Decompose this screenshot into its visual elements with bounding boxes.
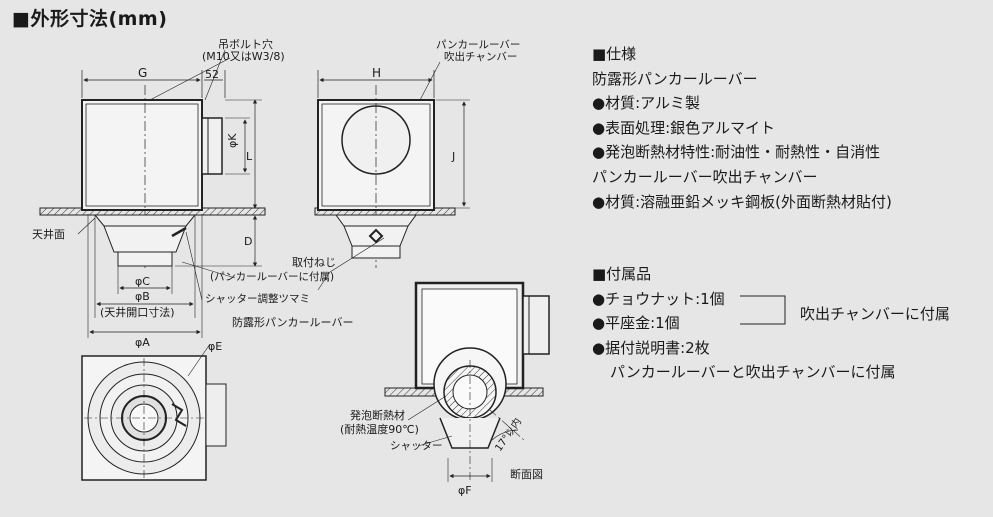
spec-line-3: ●表面処理:銀色アルマイト: [592, 118, 775, 137]
heat-temp-label: (耐熱温度90℃): [340, 422, 419, 436]
accessories-heading: ■付属品: [592, 265, 652, 283]
spec-line-1: 防露形パンカールーバー: [592, 69, 758, 88]
mount-screw-label: 取付ねじ: [292, 256, 336, 269]
chamber-top-label: 吹出チャンバー: [444, 50, 517, 63]
accessory-line-3: ●据付説明書:2枚: [592, 338, 710, 357]
accessory-line-1: ●チョウナット:1個: [592, 289, 725, 308]
louver-label: 防露形パンカールーバー: [232, 315, 353, 329]
front-view: [39, 49, 266, 338]
page-title: ■外形寸法(mm): [12, 8, 168, 30]
dim-a-label: φA: [135, 336, 150, 349]
ceiling-opening-label: (天井開口寸法): [100, 305, 175, 319]
accessory-line-4: パンカールーバーと吹出チャンバーに付属: [610, 363, 896, 382]
ceiling-label: 天井面: [32, 227, 65, 241]
dim-52-label: 52: [205, 68, 219, 81]
accessories-panel: ■付属品 ●チョウナット:1個 ●平座金:1個 ●据付説明書:2枚 パンカールー…: [592, 262, 987, 385]
dim-c-label: φC: [135, 275, 150, 288]
dim-j-label: J: [451, 150, 455, 163]
mount-screw-note: (パンカールーバーに付属): [210, 270, 334, 283]
spec-line-4: ●発泡断熱材特性:耐油性・耐熱性・自消性: [592, 143, 881, 162]
section-label: 断面図: [510, 467, 543, 481]
dim-k-label: φK: [226, 133, 239, 148]
spec-line-5: パンカールーバー吹出チャンバー: [592, 167, 818, 186]
accessory-line-2: ●平座金:1個: [592, 314, 680, 333]
section-view: [384, 281, 550, 482]
side-view: [314, 61, 470, 291]
spec-line-6: ●材質:溶融亜鉛メッキ鋼板(外面断熱材貼付): [592, 192, 892, 211]
dim-f-label: φF: [458, 484, 472, 497]
spec-heading: ■仕様: [592, 45, 637, 63]
top-view: [81, 343, 227, 481]
dim-d-label: D: [244, 235, 252, 248]
dim-b-label: φB: [135, 290, 150, 303]
foam-label: 発泡断熱材: [350, 408, 405, 422]
dim-l-label: L: [246, 150, 253, 163]
spec-line-2: ●材質:アルミ製: [592, 94, 700, 113]
bracket-note: 吹出チャンバーに付属: [800, 305, 950, 323]
dim-g-label: G: [138, 66, 147, 80]
dim-e-label: φE: [208, 340, 222, 353]
bolt-spec-label: (M10又はW3/8): [202, 50, 285, 63]
dim-h-label: H: [372, 66, 381, 80]
louver-top-label: パンカールーバー: [436, 39, 520, 51]
bolt-hole-label: 吊ボルト穴: [218, 37, 273, 51]
accessory-bracket: [740, 295, 786, 325]
side-spigot: [201, 117, 223, 175]
shutter-label: シャッター: [390, 440, 443, 452]
shutter-knob-label: シャッター調整ツマミ: [205, 292, 310, 305]
spec-panel: ■仕様 防露形パンカールーバー ●材質:アルミ製 ●表面処理:銀色アルマイト ●…: [592, 42, 987, 214]
chamber-box: [81, 99, 203, 211]
